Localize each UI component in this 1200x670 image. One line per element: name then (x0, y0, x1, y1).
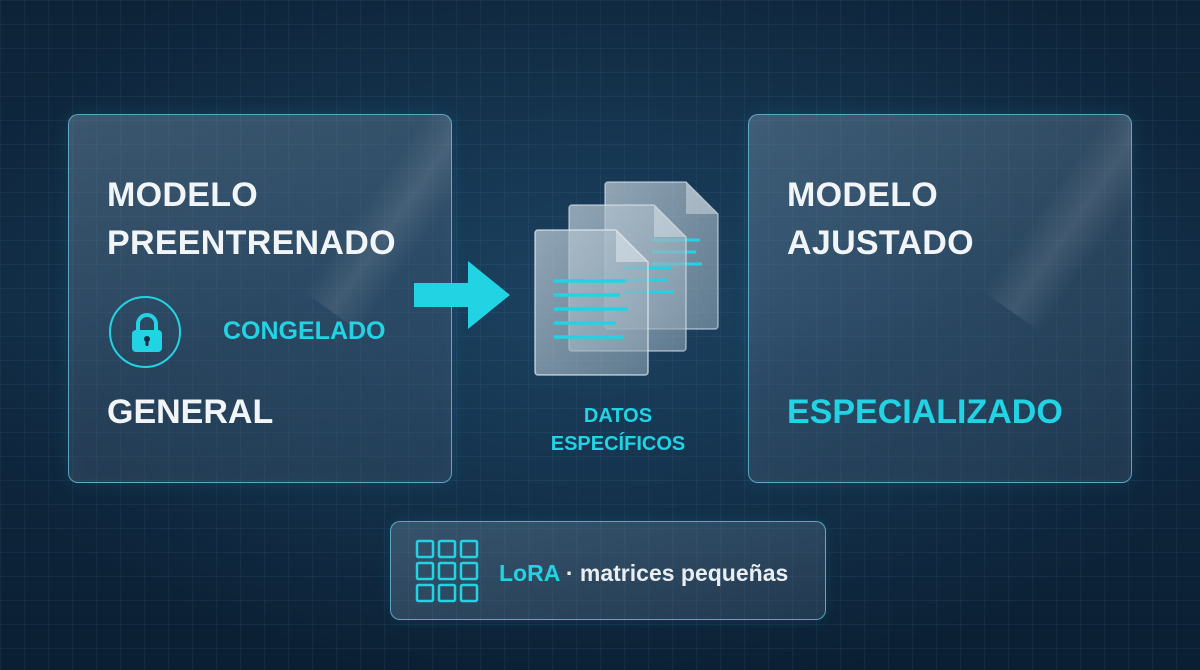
lora-info-box: LoRA · matrices pequeñas (390, 521, 826, 620)
lock-badge (109, 296, 181, 368)
lock-icon (132, 313, 162, 352)
title-line: AJUSTADO (787, 224, 974, 262)
lora-description: · matrices pequeñas (559, 560, 789, 586)
frozen-status-label: CONGELADO (223, 317, 386, 345)
title-line: PREENTRENADO (107, 224, 396, 262)
arrow-right-icon (414, 261, 510, 329)
fine-tuned-model-title: MODELO AJUSTADO (787, 171, 974, 267)
title-line: MODELO (107, 176, 259, 214)
specialized-label: ESPECIALIZADO (787, 393, 1063, 431)
lora-label: LoRA (499, 560, 560, 586)
general-label: GENERAL (107, 393, 274, 431)
lora-caption: LoRA · matrices pequeñas (499, 560, 788, 587)
label-line: DATOS (583, 405, 653, 427)
pretrained-model-title: MODELO PREENTRENADO (107, 171, 396, 267)
documents-icon (534, 181, 719, 376)
pretrained-model-panel: MODELO PREENTRENADO CONGELADO GENERAL (68, 114, 452, 483)
label-line: ESPECÍFICOS (550, 433, 686, 455)
document-front (534, 229, 649, 376)
fine-tuned-model-panel: MODELO AJUSTADO ESPECIALIZADO (748, 114, 1132, 483)
matrix-grid-icon (415, 539, 479, 603)
specific-data-label: DATOS ESPECÍFICOS (518, 402, 718, 458)
title-line: MODELO (787, 176, 939, 214)
